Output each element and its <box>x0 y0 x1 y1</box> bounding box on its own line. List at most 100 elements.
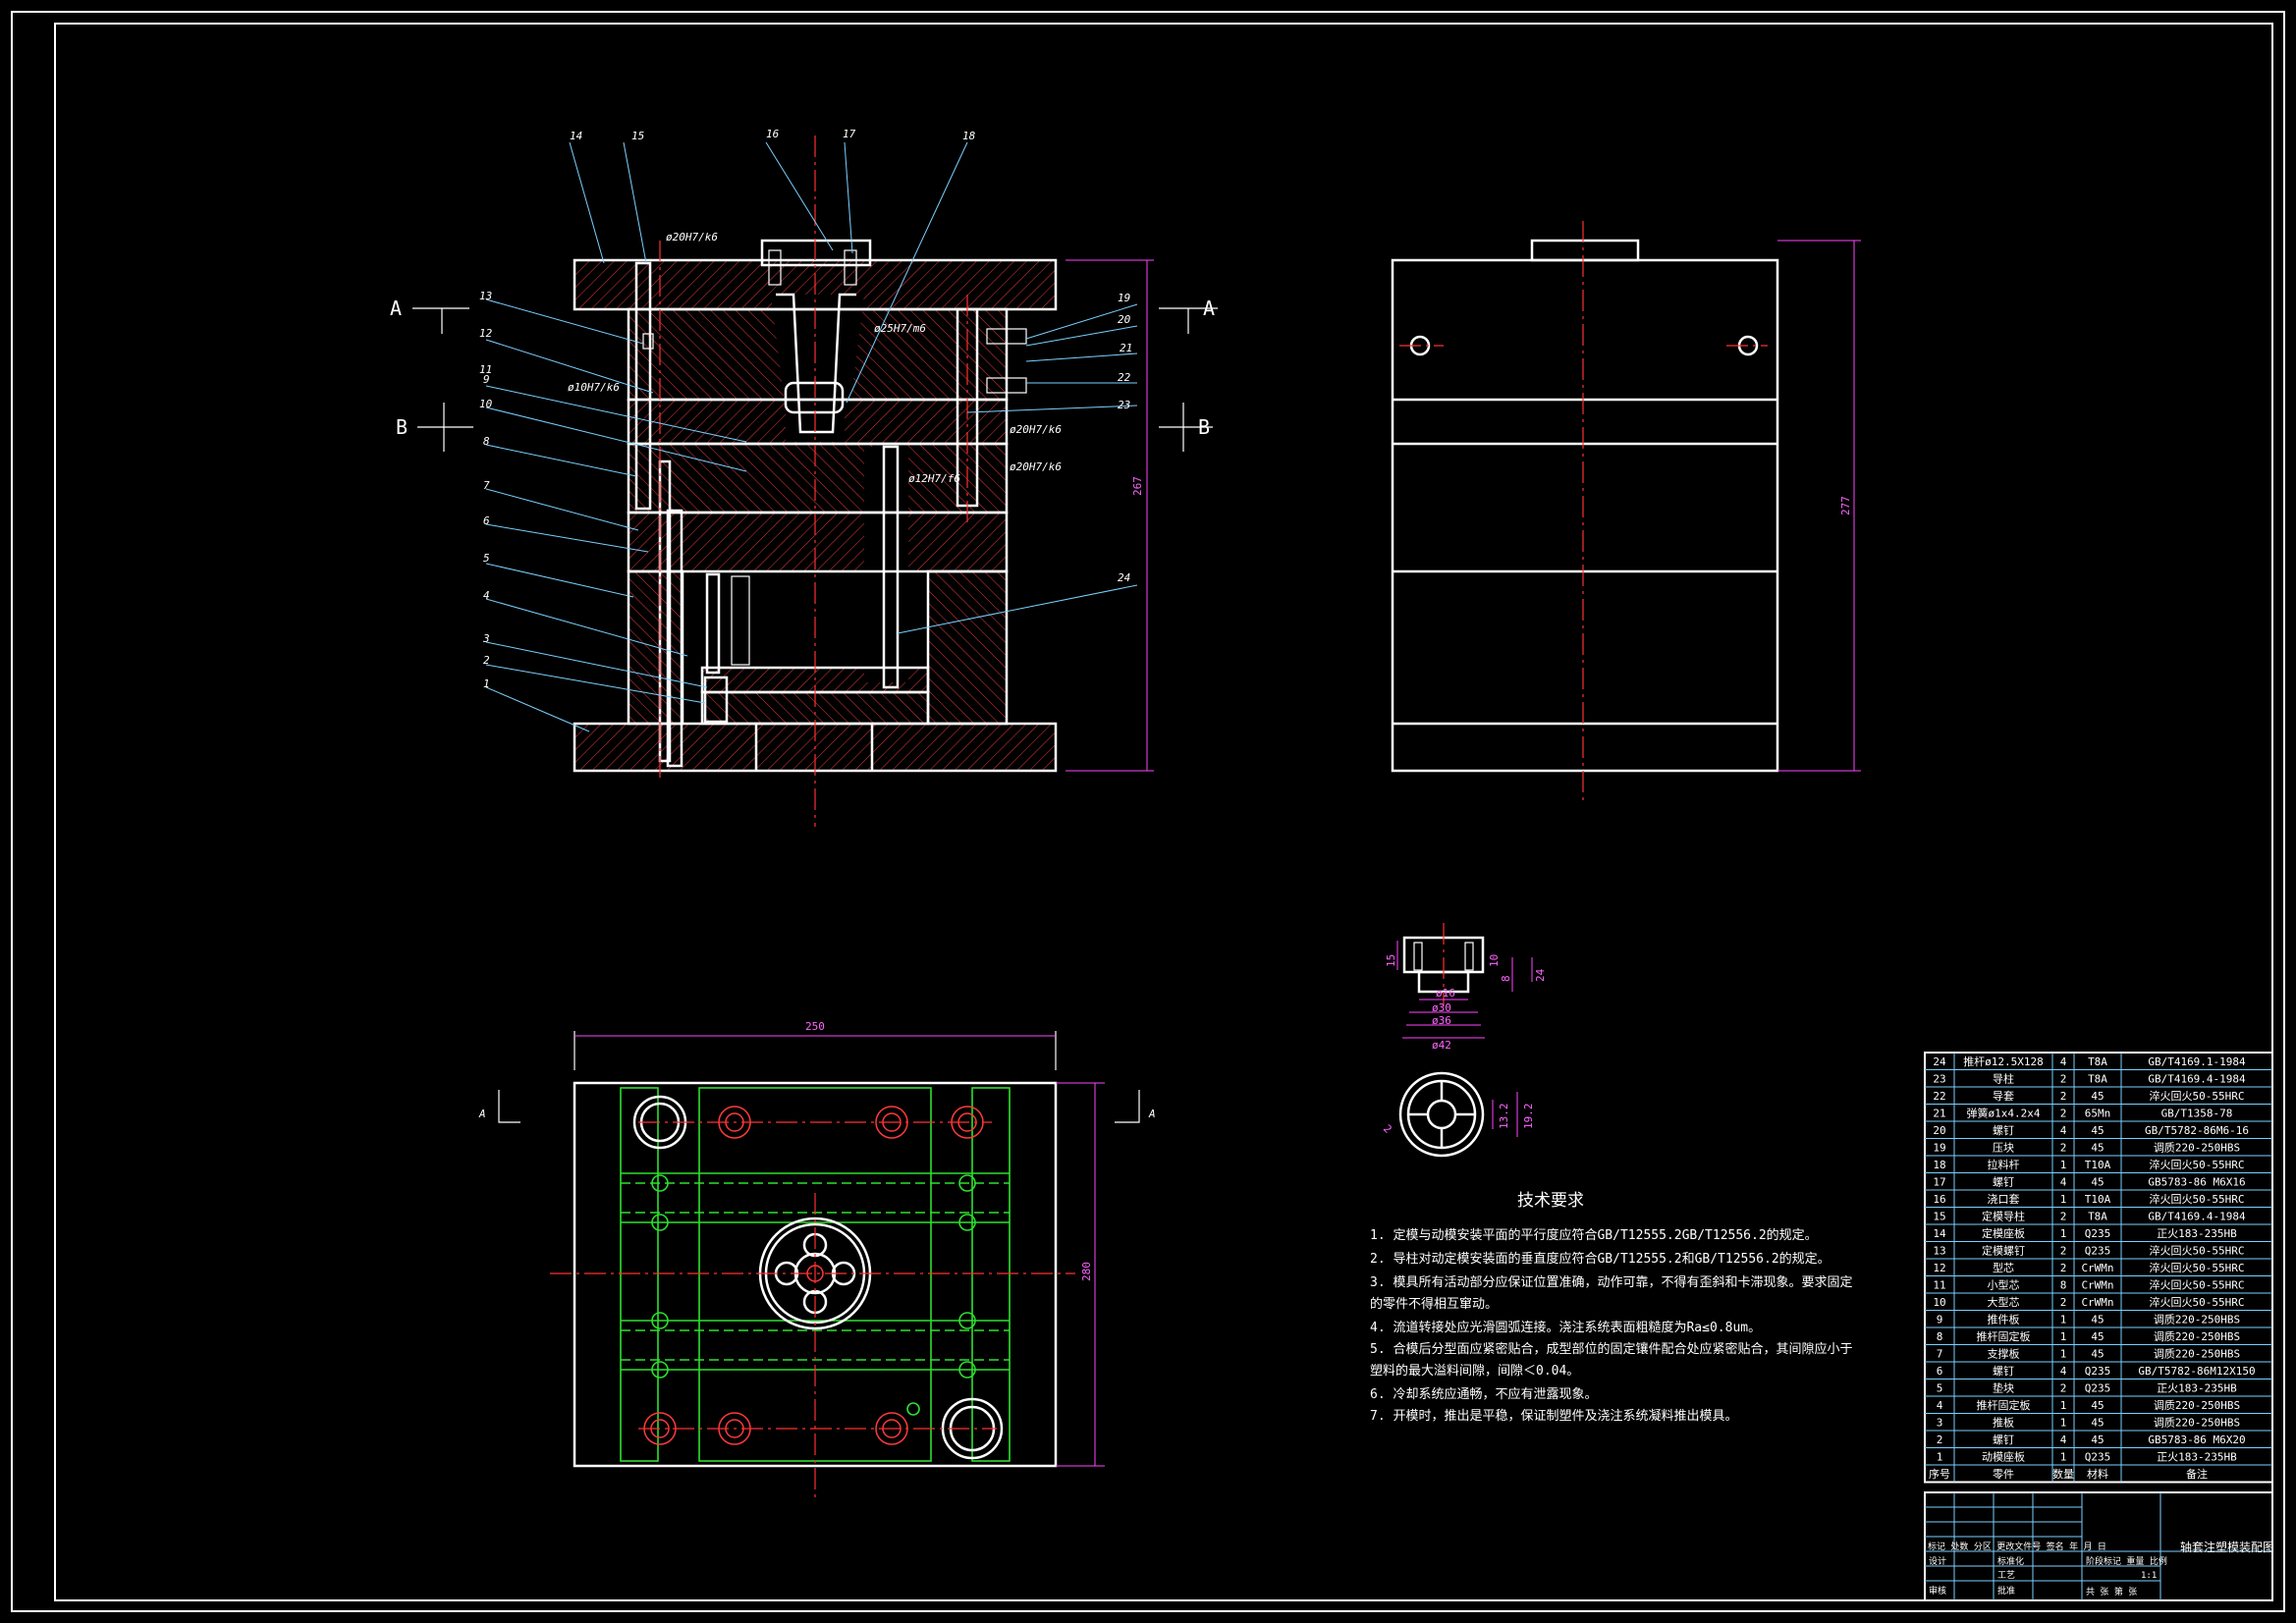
svg-text:2: 2 <box>2060 1382 2067 1395</box>
svg-text:推杆ø12.5X128: 推杆ø12.5X128 <box>1963 1055 2044 1068</box>
svg-text:螺钉: 螺钉 <box>1993 1176 2014 1189</box>
svg-text:定模导柱: 定模导柱 <box>1982 1210 2025 1223</box>
svg-text:1: 1 <box>483 677 490 690</box>
svg-text:45: 45 <box>2091 1090 2104 1103</box>
fit-note-4: ø20H7/k6 <box>1010 423 1062 436</box>
svg-text:淬火回火50-55HRC: 淬火回火50-55HRC <box>2150 1295 2245 1309</box>
svg-text:GB/T5782-86M12X150: GB/T5782-86M12X150 <box>2138 1365 2255 1378</box>
svg-text:4: 4 <box>483 589 490 602</box>
part-detail-top: 13.2 19.2 2 <box>1381 1071 1535 1158</box>
svg-text:8: 8 <box>2060 1279 2067 1292</box>
technical-requirements: 技术要求 1. 定模与动模安装平面的平行度应符合GB/T12555.2GB/T1… <box>1370 1191 1852 1424</box>
svg-text:Q235: Q235 <box>2085 1365 2111 1378</box>
bom-header-cell: 数量 <box>2052 1468 2074 1481</box>
svg-text:GB5783-86 M6X16: GB5783-86 M6X16 <box>2148 1176 2245 1189</box>
svg-text:2: 2 <box>2060 1211 2067 1223</box>
svg-text:13: 13 <box>1933 1245 1945 1258</box>
svg-text:13.2: 13.2 <box>1498 1104 1510 1130</box>
svg-text:13: 13 <box>479 290 492 302</box>
svg-text:支撑板: 支撑板 <box>1988 1347 2020 1361</box>
section-mark-a-plan-left: A <box>478 1108 486 1120</box>
svg-text:2: 2 <box>2060 1108 2067 1120</box>
svg-text:1: 1 <box>2060 1314 2067 1326</box>
svg-text:3: 3 <box>1937 1417 1943 1430</box>
svg-text:1: 1 <box>2060 1399 2067 1412</box>
svg-text:淬火回火50-55HRC: 淬火回火50-55HRC <box>2150 1244 2245 1258</box>
svg-text:导柱: 导柱 <box>1993 1072 2014 1086</box>
svg-text:23: 23 <box>1118 399 1130 411</box>
svg-text:ø30: ø30 <box>1432 1001 1451 1014</box>
svg-text:大型芯: 大型芯 <box>1988 1295 2020 1309</box>
svg-text:压块: 压块 <box>1993 1142 2014 1155</box>
svg-text:螺钉: 螺钉 <box>1993 1365 2014 1378</box>
svg-text:7: 7 <box>1937 1348 1943 1361</box>
svg-text:ø42: ø42 <box>1432 1039 1451 1052</box>
svg-text:21: 21 <box>1120 342 1132 354</box>
bom-header-cell: 序号 <box>1929 1467 1950 1481</box>
svg-text:7. 开模时，推出是平稳，保证制塑件及浇注系统凝料推出模: 7. 开模时，推出是平稳，保证制塑件及浇注系统凝料推出模具。 <box>1370 1408 1737 1424</box>
svg-text:调质220-250HBS: 调质220-250HBS <box>2154 1330 2240 1343</box>
svg-text:1: 1 <box>2060 1227 2067 1240</box>
svg-text:19.2: 19.2 <box>1522 1104 1535 1130</box>
svg-text:65Mn: 65Mn <box>2085 1108 2111 1120</box>
svg-text:调质220-250HBS: 调质220-250HBS <box>2154 1399 2240 1412</box>
svg-text:17: 17 <box>1933 1176 1945 1189</box>
svg-text:浇口套: 浇口套 <box>1988 1193 2020 1206</box>
svg-text:调质220-250HBS: 调质220-250HBS <box>2154 1348 2240 1361</box>
svg-text:18: 18 <box>1933 1159 1945 1171</box>
svg-text:10: 10 <box>1933 1296 1945 1309</box>
svg-text:正火183-235HB: 正火183-235HB <box>2157 1227 2237 1240</box>
svg-text:15: 15 <box>1385 954 1397 967</box>
svg-text:淬火回火50-55HRC: 淬火回火50-55HRC <box>2150 1192 2245 1206</box>
svg-text:14: 14 <box>1933 1227 1946 1240</box>
svg-text:6. 冷却系统应通畅，不应有泄露现象。: 6. 冷却系统应通畅，不应有泄露现象。 <box>1370 1386 1597 1402</box>
svg-text:4. 流道转接处应光滑圆弧连接。浇注系统表面粗糙度为Ra: 4. 流道转接处应光滑圆弧连接。浇注系统表面粗糙度为Ra≤0.8um。 <box>1370 1320 1761 1335</box>
svg-text:45: 45 <box>2091 1330 2104 1343</box>
svg-text:2: 2 <box>1381 1122 1394 1136</box>
svg-text:10: 10 <box>1488 954 1501 967</box>
svg-text:2: 2 <box>2060 1262 2067 1274</box>
svg-text:定模座板: 定模座板 <box>1982 1226 2025 1240</box>
svg-text:调质220-250HBS: 调质220-250HBS <box>2154 1142 2240 1155</box>
plan-view: 250 280 <box>478 1020 1156 1502</box>
svg-text:轴套注塑模装配图: 轴套注塑模装配图 <box>2180 1540 2274 1554</box>
svg-text:的零件不得相互窜动。: 的零件不得相互窜动。 <box>1370 1296 1498 1312</box>
svg-text:2: 2 <box>2060 1090 2067 1103</box>
dim-plan-width: 250 <box>805 1020 825 1033</box>
svg-text:GB/T1358-78: GB/T1358-78 <box>2161 1108 2233 1120</box>
svg-text:12: 12 <box>479 327 493 340</box>
svg-text:T10A: T10A <box>2085 1159 2111 1171</box>
svg-text:调质220-250HBS: 调质220-250HBS <box>2154 1314 2240 1326</box>
svg-text:45: 45 <box>2091 1348 2104 1361</box>
dim-plan-height: 280 <box>1080 1262 1093 1281</box>
bom-row: 7 支撑板 1 45 调质220-250HBS <box>1937 1347 2240 1361</box>
svg-text:小型芯: 小型芯 <box>1988 1278 2020 1292</box>
svg-text:16: 16 <box>1933 1193 1945 1206</box>
svg-text:15: 15 <box>1933 1211 1945 1223</box>
dim-main-height: 267 <box>1131 476 1144 496</box>
svg-text:型芯: 型芯 <box>1993 1261 2014 1274</box>
part-detail-front: ø16 ø30 ø36 ø42 15 10 8 24 <box>1385 923 1547 1052</box>
svg-text:2. 导柱对动定模安装面的垂直度应符合GB/T12555: 2. 导柱对动定模安装面的垂直度应符合GB/T12555.2和GB/T12556… <box>1370 1251 1831 1267</box>
svg-text:1: 1 <box>2060 1348 2067 1361</box>
fit-note-2: ø25H7/m6 <box>874 322 926 335</box>
svg-text:15: 15 <box>631 130 644 142</box>
svg-text:4: 4 <box>1937 1399 1943 1412</box>
svg-text:1: 1 <box>2060 1193 2067 1206</box>
fit-note-1: ø20H7/k6 <box>666 231 718 243</box>
outer-frame <box>11 11 2285 1612</box>
